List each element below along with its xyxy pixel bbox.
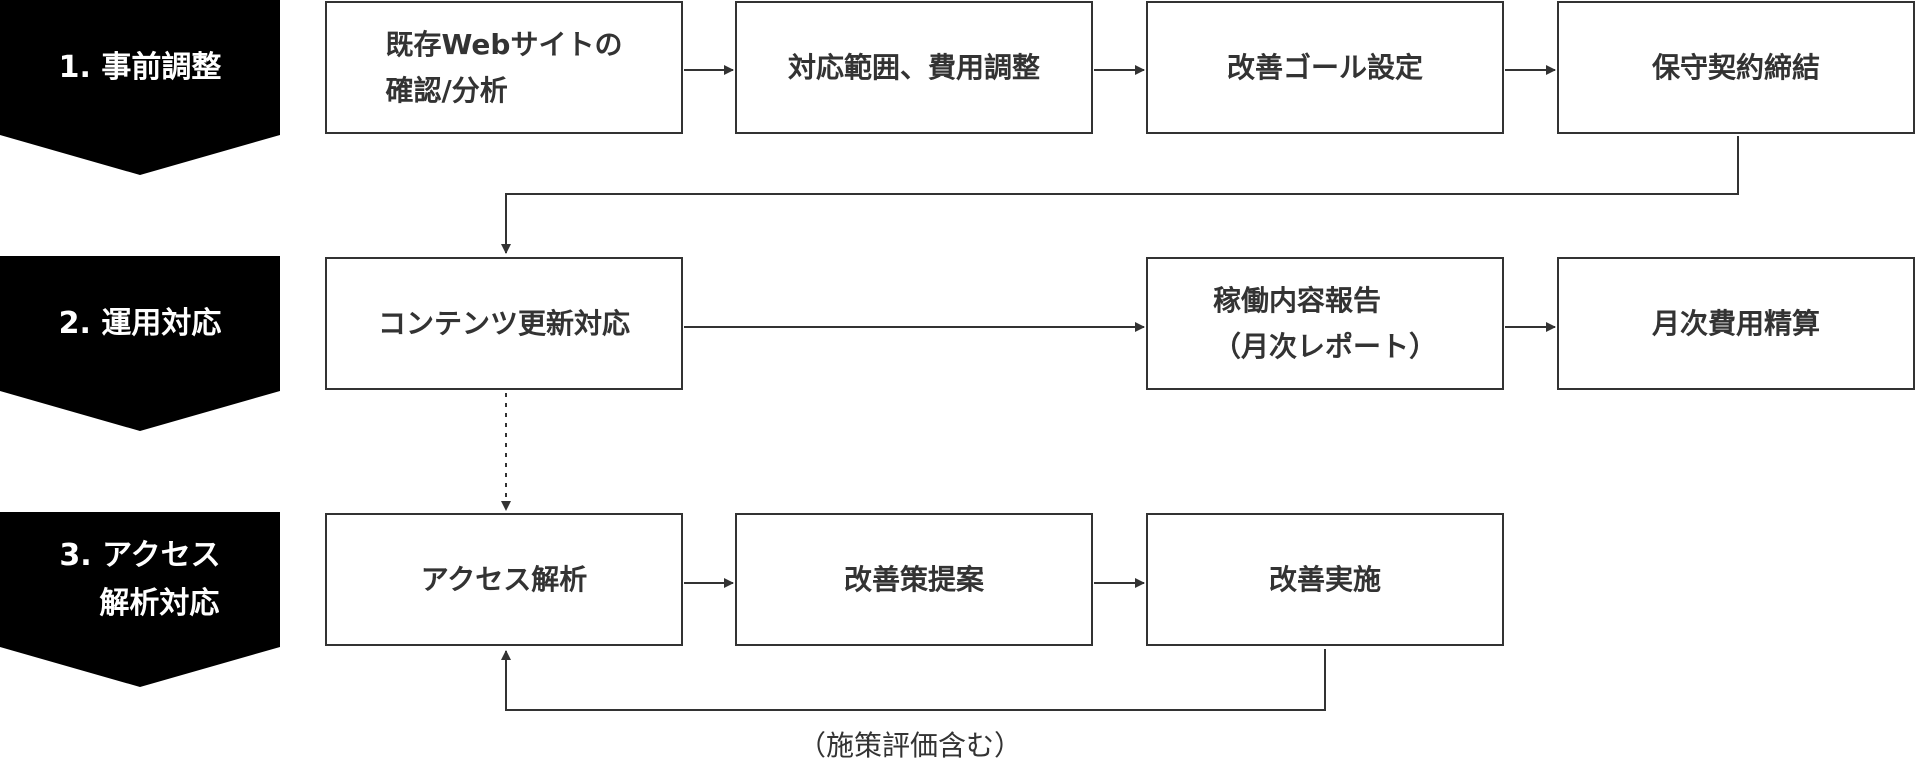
stage-2-chevron: 2. 運用対応 — [0, 256, 280, 431]
box-scope-cost-label: 対応範囲、費用調整 — [787, 50, 1040, 84]
box-report-line1: 稼働内容報告 — [1212, 283, 1381, 317]
stage-1-label: 1. 事前調整 — [58, 49, 222, 85]
stage-3-chevron: 3. アクセス 解析対応 — [0, 512, 280, 687]
box-proposal-label: 改善策提案 — [843, 562, 984, 596]
box-report-line2: （月次レポート） — [1212, 329, 1437, 363]
box-maintenance-contract: 保守契約締結 — [1557, 1, 1915, 134]
stage-2-label: 2. 運用対応 — [58, 305, 222, 341]
box-improvement-proposal: 改善策提案 — [735, 513, 1093, 646]
box-execution-label: 改善実施 — [1268, 562, 1381, 596]
box-existing-site-line2: 確認/分析 — [385, 73, 508, 107]
box-analysis-label: アクセス解析 — [420, 562, 588, 596]
stage-1-chevron: 1. 事前調整 — [0, 0, 280, 175]
box-improvement-execution: 改善実施 — [1146, 513, 1504, 646]
box-monthly-settlement: 月次費用精算 — [1557, 257, 1915, 390]
loop-arrow-execution-to-analysis — [501, 649, 1326, 711]
stage-3-label-line2: 解析対応 — [99, 585, 220, 621]
arrow-contract-to-content-update — [501, 136, 1739, 254]
box-content-update: コンテンツ更新対応 — [325, 257, 683, 390]
box-access-analysis: アクセス解析 — [325, 513, 683, 646]
box-existing-site-line1: 既存Webサイトの — [385, 27, 623, 61]
box-contract-label: 保守契約締結 — [1651, 50, 1820, 84]
loop-caption: （施策評価含む） — [797, 729, 1022, 762]
box-work-report: 稼働内容報告 （月次レポート） — [1146, 257, 1504, 390]
box-goal-label: 改善ゴール設定 — [1226, 50, 1423, 84]
stage-3-label-line1: 3. アクセス — [59, 537, 221, 573]
box-content-update-label: コンテンツ更新対応 — [377, 306, 630, 340]
box-settlement-label: 月次費用精算 — [1651, 306, 1820, 340]
box-scope-cost-adjustment: 対応範囲、費用調整 — [735, 1, 1093, 134]
box-improvement-goal: 改善ゴール設定 — [1146, 1, 1504, 134]
box-existing-site-review: 既存Webサイトの 確認/分析 — [325, 1, 683, 134]
